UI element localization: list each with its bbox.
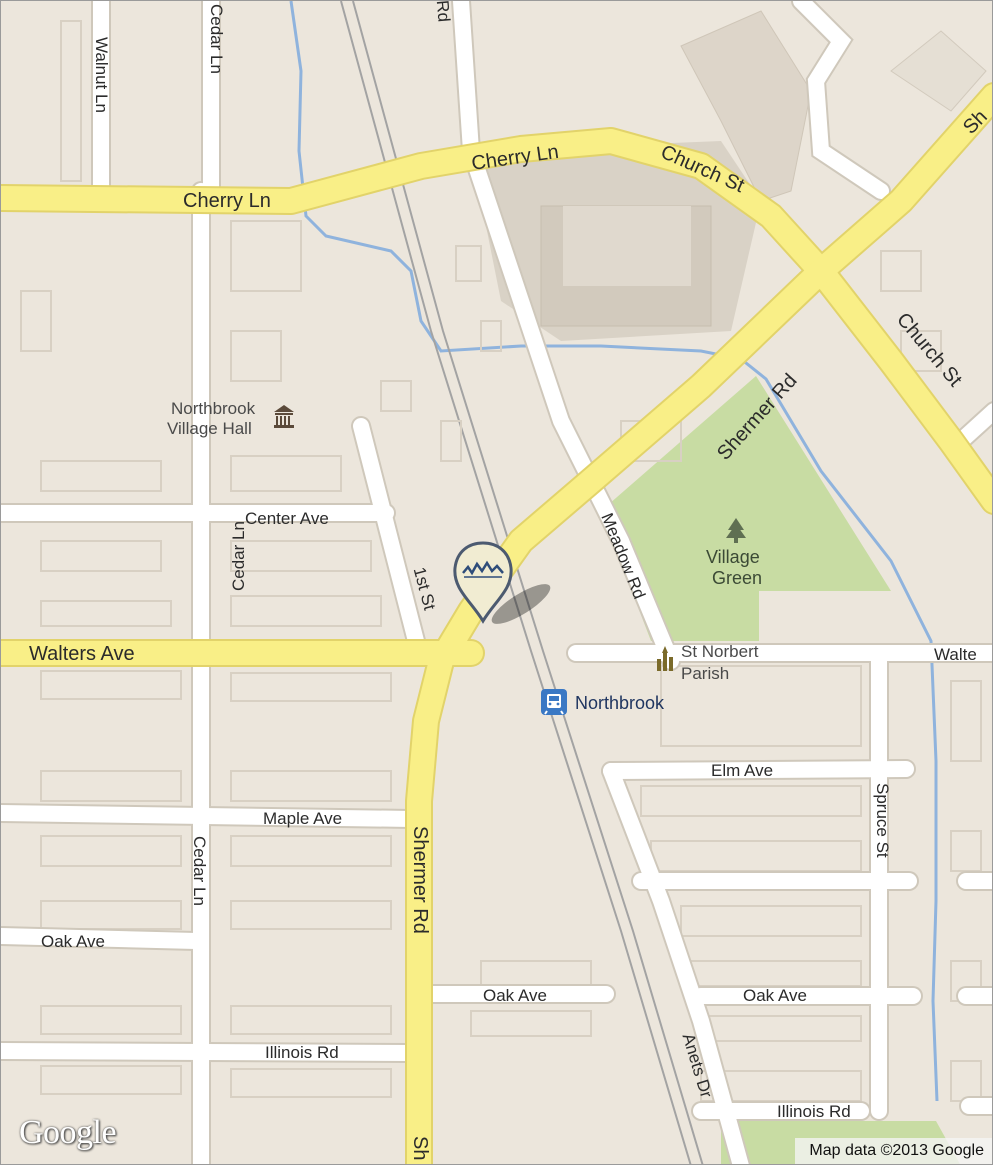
label-cedar-ln-low: Cedar Ln <box>190 836 209 906</box>
poi-village-hall-line2[interactable]: Village Hall <box>167 419 252 438</box>
poi-village-hall-line1[interactable]: Northbrook <box>171 399 256 418</box>
google-logo: Google <box>19 1114 117 1151</box>
label-oak-ave-mid: Oak Ave <box>483 986 547 1005</box>
label-shermer-rd-south: Shermer Rd <box>409 826 431 934</box>
park-tree-icon[interactable] <box>726 518 746 543</box>
label-cherry-ln-west: Cherry Ln <box>183 190 271 212</box>
poi-station-label[interactable]: Northbrook <box>575 693 665 713</box>
label-maple-ave: Maple Ave <box>263 809 342 828</box>
campus-building-inner <box>563 206 691 286</box>
label-cedar-ln-top: Cedar Ln <box>207 4 226 74</box>
poi-parish-line2[interactable]: Parish <box>681 664 729 683</box>
label-oak-ave-east: Oak Ave <box>743 986 807 1005</box>
poi-parish-line1[interactable]: St Norbert <box>681 642 759 661</box>
building-far-right <box>890 30 987 112</box>
poi-village-green-line1[interactable]: Village <box>706 547 760 567</box>
map-attribution[interactable]: Map data ©2013 Google <box>795 1138 992 1164</box>
poi-village-green-line2[interactable]: Green <box>712 568 762 588</box>
location-pin-marker-icon[interactable] <box>453 541 555 630</box>
label-walters-ave-west: Walters Ave <box>29 643 135 665</box>
building-footprints <box>20 20 982 1102</box>
creek-north <box>289 1 939 1102</box>
label-oak-ave-west: Oak Ave <box>41 932 105 951</box>
label-rd-top: Rd <box>433 1 454 23</box>
label-spruce-st: Spruce St <box>873 783 892 858</box>
church-icon[interactable] <box>657 646 673 671</box>
label-illinois-rd-west: Illinois Rd <box>265 1043 339 1062</box>
label-shermer-rd-bottom: Sh <box>409 1136 431 1160</box>
village-green-park[interactable] <box>601 376 891 641</box>
label-walters-ave-east: Walte <box>934 645 977 664</box>
label-walnut-ln: Walnut Ln <box>92 37 111 113</box>
rail-line <box>340 1 692 1164</box>
government-building-icon[interactable] <box>274 405 294 428</box>
label-center-ave: Center Ave <box>245 509 329 528</box>
label-cedar-ln-mid: Cedar Ln <box>229 521 248 591</box>
train-station-icon[interactable] <box>541 689 567 715</box>
major-roads <box>1 82 992 1164</box>
label-illinois-rd-east: Illinois Rd <box>777 1102 851 1121</box>
label-elm-ave: Elm Ave <box>711 761 773 780</box>
rail-line-2 <box>352 1 704 1164</box>
building-top-right <box>680 10 812 202</box>
